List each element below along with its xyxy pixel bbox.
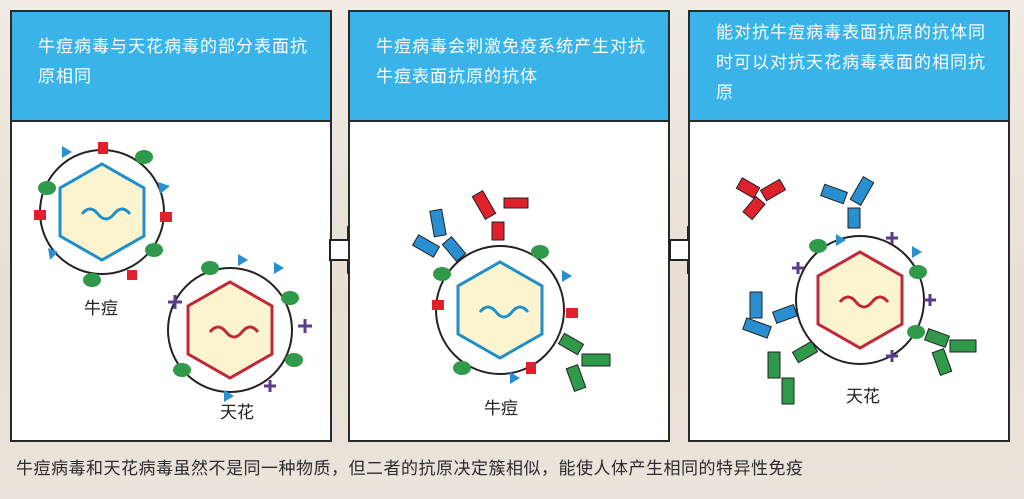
panel-1-header: 牛痘病毒与天花病毒的部分表面抗原相同	[12, 12, 330, 122]
cowpox-label: 牛痘	[84, 299, 118, 319]
panel-cross-protection: 能对抗牛痘病毒表面抗原的抗体同时可以对抗天花病毒表面的相同抗原	[688, 10, 1010, 442]
panel-2-illustration: 牛痘	[411, 190, 611, 419]
panel-2-header: 牛痘病毒会刺激免疫系统产生对抗牛痘表面抗原的抗体	[350, 12, 668, 122]
panel-antibody-production: 牛痘病毒会刺激免疫系统产生对抗牛痘表面抗原的抗体	[348, 10, 670, 442]
cowpox-label-2: 牛痘	[484, 399, 518, 419]
panel-1-illustration: 牛痘 天花	[34, 142, 312, 423]
smallpox-virus	[167, 254, 312, 402]
panel-3-header: 能对抗牛痘病毒表面抗原的抗体同时可以对抗天花病毒表面的相同抗原	[690, 12, 1008, 122]
cowpox-virus	[34, 142, 172, 287]
smallpox-label: 天花	[220, 403, 254, 423]
free-antibody	[735, 177, 787, 221]
bottom-caption: 牛痘病毒和天花病毒虽然不是同一种物质，但二者的抗原决定簇相似，能使人体产生相同的…	[16, 459, 804, 479]
smallpox-label-3: 天花	[846, 387, 880, 407]
panel-3-illustration: 天花	[735, 176, 977, 407]
panel-shared-antigens: 牛痘病毒与天花病毒的部分表面抗原相同 牛痘	[10, 10, 332, 442]
cowpox-virus-with-antibodies	[411, 190, 611, 392]
smallpox-virus-with-antibodies	[742, 176, 977, 405]
